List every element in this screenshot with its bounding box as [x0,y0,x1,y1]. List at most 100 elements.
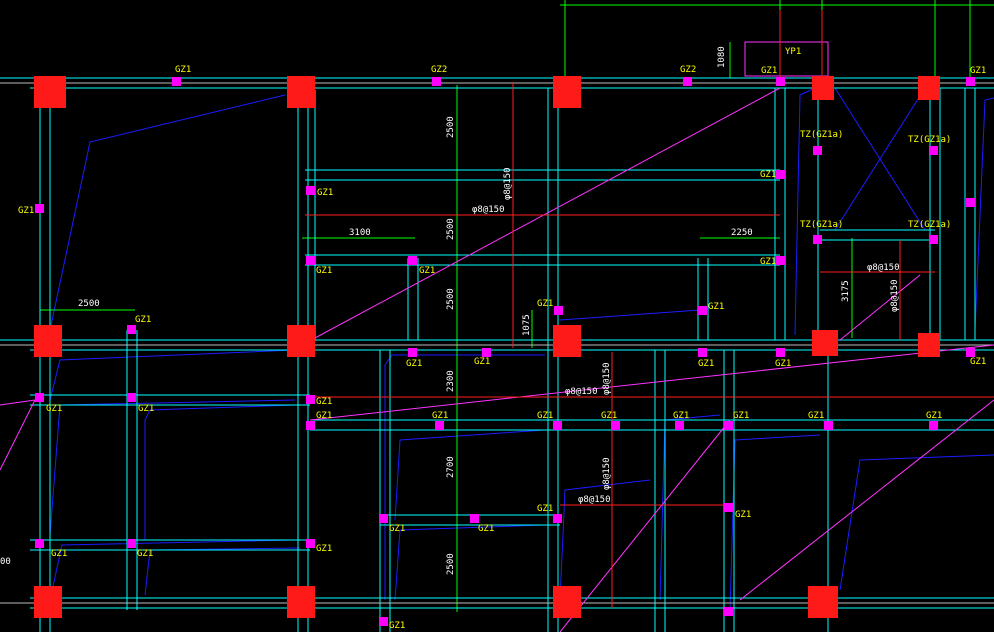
gz-column [554,306,563,315]
gz-column [127,325,136,334]
gz-column [929,235,938,244]
gz-label: GZ1 [137,549,153,559]
gz-column [698,348,707,357]
rebar-note: φ8@150 [602,362,612,395]
gz-column [611,421,620,430]
gz-label: GZ1 [316,411,332,421]
dim-text: 2500 [446,218,456,240]
stair-outline [744,41,829,77]
gz-column [776,170,785,179]
gz-column [379,514,388,523]
column [287,76,315,108]
gz-columns [35,77,975,626]
column [918,76,940,100]
dim-text: 2500 [446,116,456,138]
gz-label: GZ1 [135,315,151,325]
gz-column [929,421,938,430]
gz-label: GZ1 [808,411,824,421]
dim-text: 2300 [446,370,456,392]
gz-column [482,348,491,357]
gz-column [776,256,785,265]
gz-column [724,503,733,512]
gz-label: GZ1 [46,404,62,414]
dim-text: 1075 [522,314,532,336]
gz-column [408,348,417,357]
gz-label: GZ1 [970,66,986,76]
column [812,76,834,100]
gz-label: GZ1 [760,257,776,267]
gz-column [675,421,684,430]
gz-column [553,421,562,430]
rebar-note: φ8@150 [602,457,612,490]
rebar-note: φ8@150 [867,263,900,273]
gz-label: GZ1 [537,504,553,514]
column [287,586,315,618]
gz-label: GZ1 [926,411,942,421]
gz-column [776,348,785,357]
gz-label: GZ2 [680,65,696,75]
gz-column [435,421,444,430]
gz-label: GZ1 [175,65,191,75]
gz-column [698,306,707,315]
column [808,586,838,618]
gz-column [127,539,136,548]
stair-label: YP1 [785,47,801,57]
gz-label: GZ1 [316,397,332,407]
column [287,325,315,357]
gz-column [306,256,315,265]
gz-column [127,393,136,402]
gz-label: GZ1 [601,411,617,421]
dim-text: 2250 [731,228,753,238]
gz-column [724,421,733,430]
column [553,586,581,618]
dim-text: 00 [0,557,11,567]
gz-column [813,235,822,244]
rebar-note: φ8@150 [565,387,598,397]
gz-column [432,77,441,86]
tz-label: TZ(GZ1a) [800,130,843,140]
gz-label: GZ1 [18,206,34,216]
column [34,586,62,618]
rebar-lines [305,10,994,608]
column [553,76,581,108]
tz-label: TZ(GZ1a) [908,220,951,230]
gz-label: GZ1 [389,524,405,534]
dim-text: 3175 [841,280,851,302]
gz-label: GZ1 [316,544,332,554]
gz-column [553,514,562,523]
gz-column [172,77,181,86]
gz-label: GZ1 [760,170,776,180]
gz-column [379,617,388,626]
dimension-texts: 2500 2500 2500 2300 2700 2500 3100 2500 … [0,46,851,575]
column [812,330,838,356]
dim-text: 2500 [446,553,456,575]
gz-label: GZ1 [432,411,448,421]
gz-label: GZ1 [537,411,553,421]
gz-column [306,395,315,404]
gz-column [470,514,479,523]
columns [34,76,940,618]
gz-label: GZ1 [478,524,494,534]
gz-label: GZ1 [970,357,986,367]
gz-column [966,198,975,207]
gz-label: GZ1 [673,411,689,421]
gz-column [408,256,417,265]
rebar-notes: φ8@150 φ8@150 φ8@150 φ8@150 φ8@150 φ8@15… [472,167,900,505]
dim-text: 2500 [78,299,100,309]
gz-column [306,539,315,548]
gz-column [776,77,785,86]
tz-label: TZ(GZ1a) [908,135,951,145]
gz-label: GZ1 [51,549,67,559]
gz-label: GZ1 [761,66,777,76]
gz-label: GZ1 [708,302,724,312]
gz-label: GZ1 [138,404,154,414]
gz-label: GZ1 [317,188,333,198]
gz-label: GZ1 [474,357,490,367]
gz-column [724,607,733,616]
gz-column [306,421,315,430]
gz-label: GZ1 [316,266,332,276]
rebar-note: φ8@150 [472,205,505,215]
gz-column [824,421,833,430]
gz-column [966,348,975,357]
